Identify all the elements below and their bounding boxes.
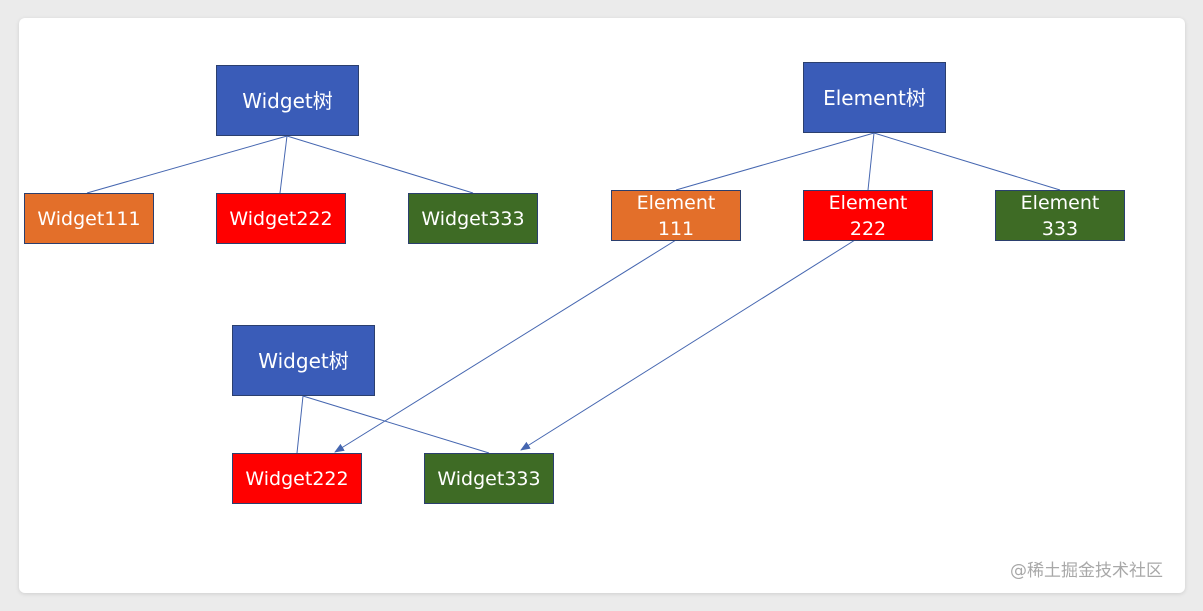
element-tree-root: Element树	[803, 62, 946, 133]
element111-node: Element 111	[611, 190, 741, 241]
new-widget333-label: Widget333	[437, 467, 541, 490]
new-widget333-node: Widget333	[424, 453, 554, 504]
watermark-text: @稀土掘金技术社区	[1010, 561, 1163, 581]
edge-widget-root-to-widget111	[86, 135, 288, 194]
new-widget222-label: Widget222	[245, 467, 349, 490]
element111-label-line1: Element	[636, 191, 716, 214]
edge-element-root-to-element111	[675, 132, 875, 191]
edge-layer	[86, 132, 1061, 454]
edge-element-root-to-element222	[867, 132, 875, 191]
edge-widget-root-to-widget333	[286, 135, 474, 194]
element333-label-line2: 333	[1041, 217, 1079, 240]
widget-tree-root-label: Widget树	[242, 88, 333, 113]
element222-label-line1: Element	[828, 191, 908, 214]
new-widget-tree-root: Widget树	[232, 325, 375, 396]
widget111-node: Widget111	[24, 193, 154, 244]
widget111-label: Widget111	[37, 207, 141, 230]
new-widget222-node: Widget222	[232, 453, 362, 504]
widget222-node: Widget222	[216, 193, 346, 244]
new-widget-tree-root-label: Widget树	[258, 348, 349, 373]
widget333-label: Widget333	[421, 207, 525, 230]
element111-label-line2: 111	[657, 217, 695, 240]
element333-label-line1: Element	[1020, 191, 1100, 214]
edge-element-root-to-element333	[873, 132, 1061, 191]
widget-tree-root: Widget树	[216, 65, 359, 136]
diagram-canvas: Widget树 Widget111 Widget222 Widget333 El…	[19, 18, 1185, 593]
arrow-element222-to-widget333	[520, 239, 856, 451]
element-tree-root-label: Element树	[823, 85, 926, 110]
element222-node: Element 222	[803, 190, 933, 241]
edge-new-widget-root-to-widget222	[296, 395, 304, 454]
element222-label-line2: 222	[849, 217, 887, 240]
element333-node: Element 333	[995, 190, 1125, 241]
widget222-label: Widget222	[229, 207, 333, 230]
arrow-element111-to-widget222	[334, 239, 677, 453]
widget333-node: Widget333	[408, 193, 538, 244]
edge-widget-root-to-widget222	[279, 135, 288, 194]
edge-new-widget-root-to-widget333	[302, 395, 490, 454]
